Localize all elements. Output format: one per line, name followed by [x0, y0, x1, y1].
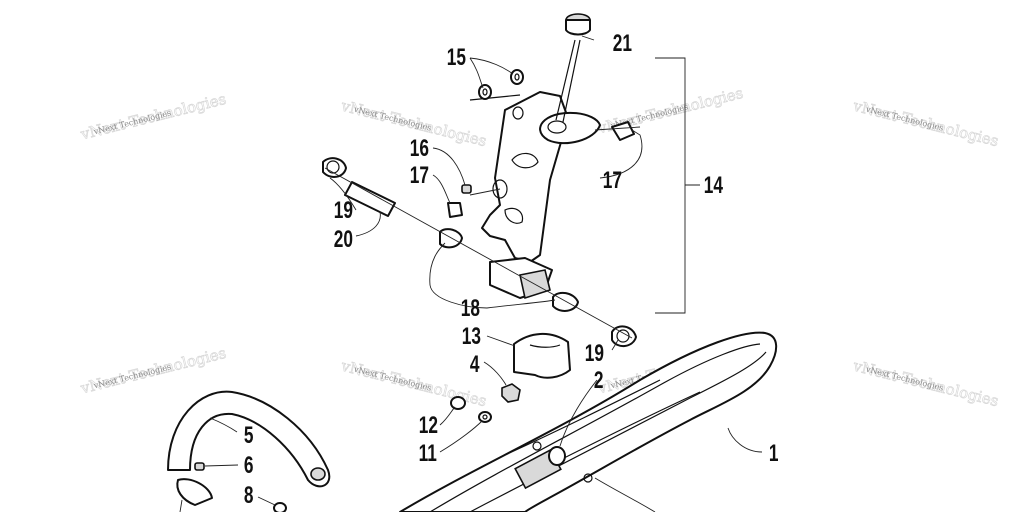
washer-2: [548, 446, 566, 466]
callout-labels: 21 15 16 17 17 19 20 14 18 13 19 4 2 12 …: [244, 30, 779, 508]
callout-5: 5: [244, 422, 254, 448]
callout-4: 4: [470, 351, 480, 377]
handle-loop: [167, 390, 331, 506]
clip-6: [194, 462, 205, 471]
callout-13: 13: [462, 323, 481, 349]
watermark: vNext Technologies vNext Technologies: [78, 90, 229, 144]
callout-16: 16: [410, 135, 429, 161]
bushing-17b: [611, 121, 635, 141]
watermark: vNext Technologies vNext Technologies: [850, 96, 1001, 150]
callout-8: 8: [244, 482, 254, 508]
callout-12: 12: [419, 412, 438, 438]
callout-1: 1: [769, 440, 779, 466]
callout-21: 21: [613, 30, 633, 56]
watermark: vNext Technologies vNext Technologies: [850, 356, 1001, 410]
callout-6: 6: [244, 452, 254, 478]
callout-18: 18: [461, 295, 480, 321]
bushing-18b: [552, 291, 579, 312]
watermark: vNext Technologies vNext Technologies: [78, 344, 229, 398]
watermark: vNext Technologies vNext Technologies: [338, 356, 489, 410]
callout-11: 11: [419, 440, 438, 466]
callout-17a: 17: [410, 162, 429, 188]
fastener-8: [273, 502, 287, 512]
callout-17b: 17: [603, 167, 622, 193]
washer-11: [478, 411, 492, 423]
callout-14: 14: [704, 172, 724, 198]
set-screw: [461, 184, 472, 194]
bushing-19a: [322, 157, 347, 178]
callout-2: 2: [594, 367, 604, 393]
saddle-block: [513, 333, 571, 379]
assembly-bracket: [655, 57, 700, 314]
callout-15: 15: [447, 44, 467, 70]
sleeve-20: [344, 181, 396, 217]
washer-12: [450, 396, 466, 410]
callout-19b: 19: [585, 340, 604, 366]
bushing-17a: [447, 202, 463, 218]
washer-15b: [478, 84, 492, 100]
leader-lines: [179, 35, 763, 512]
cap-plug: [565, 13, 591, 36]
washer-15a: [510, 69, 524, 85]
lock-nut: [501, 383, 521, 403]
callout-19a: 19: [334, 197, 353, 223]
callout-20: 20: [334, 226, 353, 252]
